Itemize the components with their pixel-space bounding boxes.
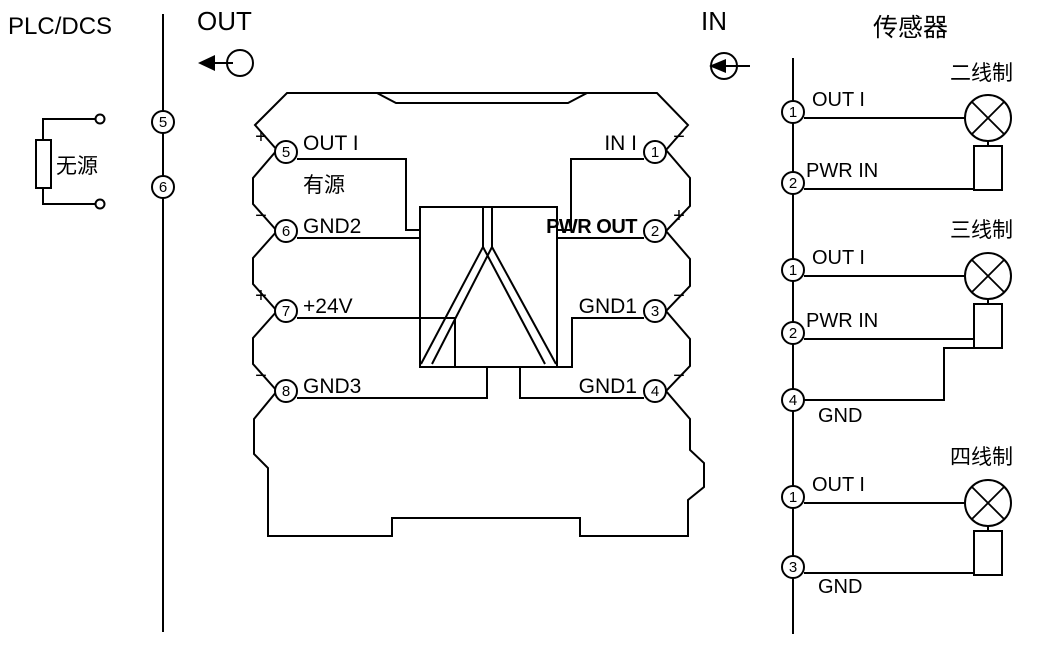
open-terminal-bottom [94, 198, 106, 210]
three-wire-terminal-1-circle [781, 258, 805, 282]
transmitter-icon-2wire [964, 94, 1012, 191]
wire-gnd1-b [519, 367, 644, 399]
resistor-bottom-wire [42, 188, 96, 205]
sensor-title: 传感器 [873, 14, 948, 42]
in-indicator: IN [701, 6, 750, 80]
terminal-5-circle [274, 140, 298, 164]
module-right-terminals: 1 − IN I 2 + PWR OUT 3 − GND1 4 − GND1 [546, 126, 685, 403]
resistor-top-wire [42, 118, 96, 140]
two-wire-terminal-2-number: 2 [789, 175, 797, 192]
terminal-3-number: 3 [651, 303, 659, 320]
two-wire-group: 二线制 1 OUT I 2 PWR IN [781, 62, 1013, 195]
module-left-terminals: 5 + OUT I 有源 6 − GND2 7 + +24V 8 − GND3 [255, 126, 361, 403]
three-wire-terminal-2-circle [781, 321, 805, 345]
plc-terminal-5-number: 5 [159, 114, 167, 131]
plc-terminal-6-circle [151, 175, 175, 199]
terminal-7-number: 7 [282, 303, 290, 320]
four-wire-label: 四线制 [950, 446, 1013, 469]
wire-gnd3 [297, 367, 488, 399]
terminal-4-circle [643, 379, 667, 403]
four-wire-terminal-3-circle [781, 555, 805, 579]
terminal-6-circle [274, 219, 298, 243]
terminal-2-number: 2 [651, 223, 659, 240]
terminal-6-polarity: − [255, 205, 267, 227]
plc-section: PLC/DCS 无源 5 6 [8, 13, 175, 632]
transmitter-icon-3wire [964, 252, 1012, 349]
isolation-symbol-line-3 [482, 246, 546, 365]
terminal-8-polarity: − [255, 365, 267, 387]
terminal-7-circle [274, 299, 298, 323]
out-arrow-icon [198, 55, 215, 71]
three-wire-terminal-2-number: 2 [789, 325, 797, 342]
isolation-symbol-line-4 [491, 246, 557, 365]
wire-out-i [297, 158, 420, 231]
two-wire-terminal-1-number: 1 [789, 104, 797, 121]
three-wire-gnd-label: GND [818, 405, 862, 427]
terminal-8-label: GND3 [303, 375, 361, 398]
terminal-5-label: OUT I [303, 132, 359, 155]
terminal-3-circle [643, 299, 667, 323]
terminal-3-polarity: − [673, 285, 685, 307]
isolation-symbol-line-1 [420, 207, 484, 365]
terminal-4-polarity: − [673, 365, 685, 387]
terminal-2-label: PWR OUT [546, 216, 637, 238]
resistor-symbol [35, 139, 52, 189]
plc-terminal-6-number: 6 [159, 179, 167, 196]
two-wire-terminal-1-circle [781, 100, 805, 124]
terminal-1-circle [643, 140, 667, 164]
plc-title: PLC/DCS [8, 13, 112, 40]
isolation-block [419, 206, 558, 368]
wire-gnd1-a [557, 317, 644, 368]
three-wire-terminal-4-number: 4 [789, 392, 797, 409]
in-label: IN [701, 6, 727, 36]
terminal-4-label: GND1 [579, 375, 637, 398]
out-label: OUT [197, 6, 252, 36]
wire-in-i [557, 158, 644, 231]
terminal-3-label: GND1 [579, 295, 637, 318]
passive-load-label: 无源 [56, 155, 98, 178]
wire-24v [297, 317, 456, 367]
sensor-section: 传感器 二线制 1 OUT I 2 PWR IN 三线制 1 [781, 14, 1013, 634]
transmitter-icon-4wire [964, 479, 1012, 576]
three-wire-gnd-wire [804, 347, 974, 401]
isolator-module: 5 + OUT I 有源 6 − GND2 7 + +24V 8 − GND3 … [252, 92, 705, 537]
two-wire-label: 二线制 [950, 62, 1013, 85]
terminal-4-number: 4 [651, 383, 659, 400]
four-wire-group: 四线制 1 OUT I 3 GND [781, 446, 1013, 598]
terminal-8-number: 8 [282, 383, 290, 400]
terminal-6-number: 6 [282, 223, 290, 240]
terminal-1-polarity: − [673, 126, 685, 148]
four-wire-terminal-1-circle [781, 485, 805, 509]
terminal-5-number: 5 [282, 144, 290, 161]
terminal-7-polarity: + [255, 285, 267, 307]
active-mode-label: 有源 [303, 174, 345, 197]
terminal-7-label: +24V [303, 295, 353, 318]
three-wire-out-label: OUT I [812, 247, 865, 269]
three-wire-group: 三线制 1 OUT I 2 PWR IN 4 GND [781, 219, 1013, 427]
two-wire-terminal-2-circle [781, 171, 805, 195]
terminal-2-circle [643, 219, 667, 243]
plc-terminal-5-circle [151, 110, 175, 134]
terminal-8-circle [274, 379, 298, 403]
two-wire-out-label: OUT I [812, 89, 865, 111]
out-indicator: OUT [197, 6, 254, 77]
terminal-5-polarity: + [255, 126, 267, 148]
four-wire-terminal-3-number: 3 [789, 559, 797, 576]
four-wire-out-label: OUT I [812, 474, 865, 496]
four-wire-terminal-1-number: 1 [789, 489, 797, 506]
terminal-1-number: 1 [651, 144, 659, 161]
two-wire-pwr-label: PWR IN [806, 160, 878, 182]
terminal-2-polarity: + [673, 205, 685, 227]
terminal-6-label: GND2 [303, 215, 361, 238]
three-wire-label: 三线制 [950, 219, 1013, 242]
open-terminal-top [94, 113, 106, 125]
terminal-1-label: IN I [604, 132, 637, 155]
three-wire-terminal-1-number: 1 [789, 262, 797, 279]
three-wire-pwr-label: PWR IN [806, 310, 878, 332]
in-arrow-icon [709, 59, 726, 73]
four-wire-gnd-label: GND [818, 576, 862, 598]
